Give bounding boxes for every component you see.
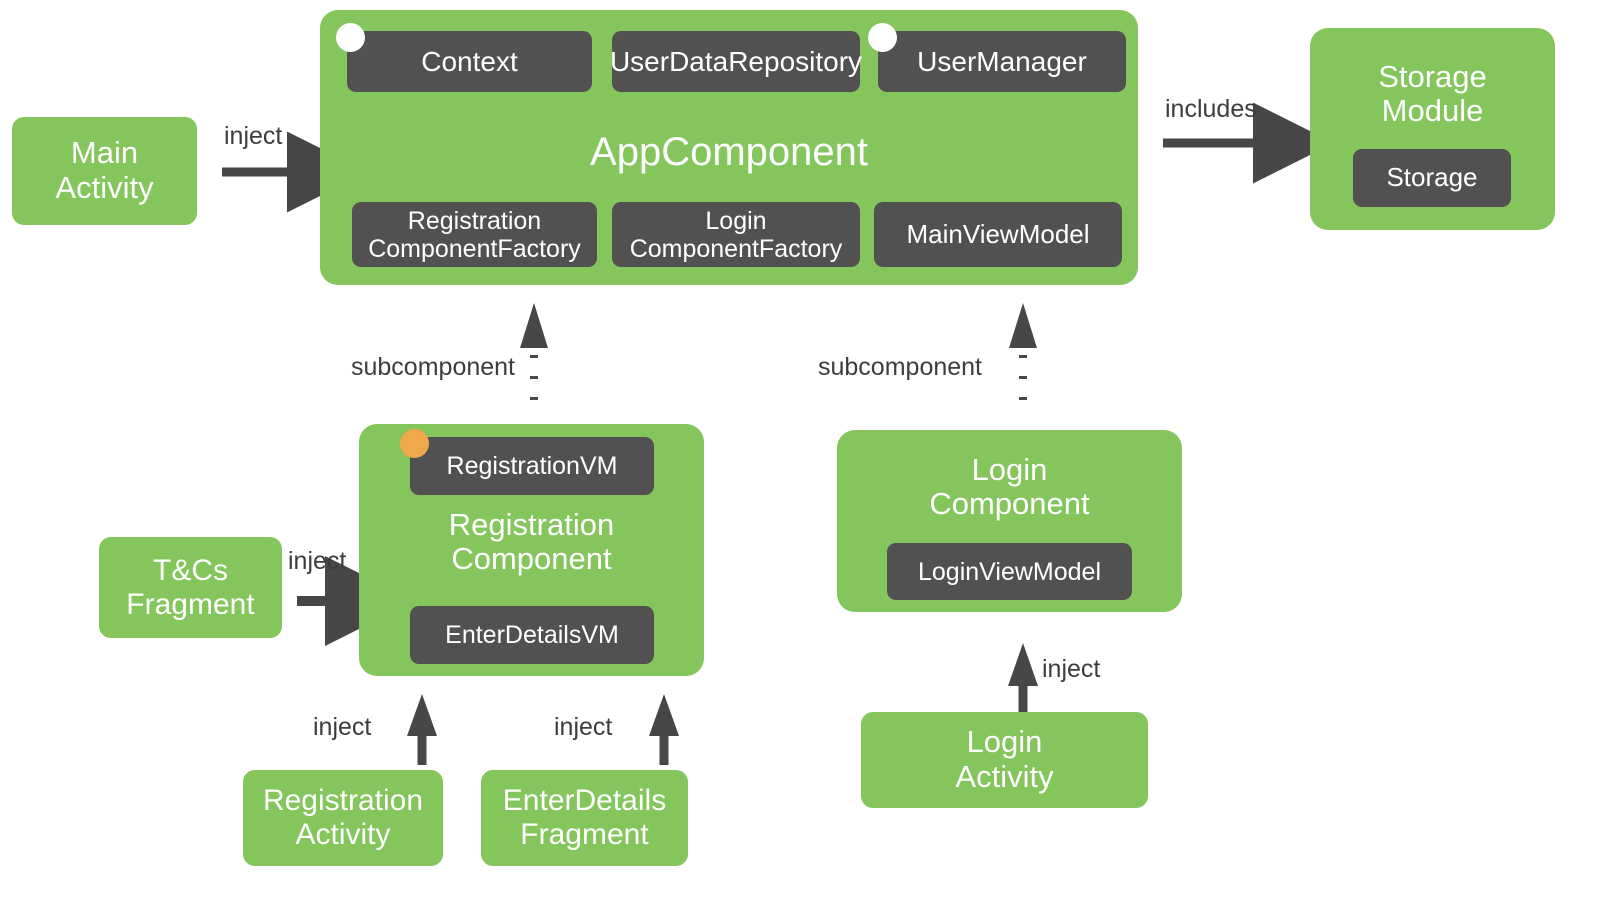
node-main-activity[interactable]: Main Activity xyxy=(12,117,197,225)
edge-label-inject-registration-activity: inject xyxy=(313,713,372,741)
chip-loginviewmodel[interactable]: LoginViewModel xyxy=(887,543,1132,600)
node-app-component[interactable]: AppComponent Context UserDataRepository … xyxy=(320,10,1138,285)
chip-storage-label: Storage xyxy=(1386,162,1478,193)
entry-point-dot-usermanager xyxy=(868,23,897,52)
node-registration-component-line2: Component xyxy=(451,541,612,577)
chip-mainviewmodel-label: MainViewModel xyxy=(906,218,1090,249)
edge-label-includes: includes xyxy=(1165,95,1257,123)
node-registration-component-title: Registration Component xyxy=(359,507,704,577)
node-login-activity[interactable]: Login Activity xyxy=(861,712,1148,808)
node-login-component-title: Login Component xyxy=(837,452,1182,522)
node-enterdetails-fragment-line1: EnterDetails xyxy=(502,784,667,818)
edge-registration-component-to-appcomponent-head xyxy=(520,303,548,348)
node-registration-component-line1: Registration xyxy=(448,507,615,542)
node-login-component-line1: Login xyxy=(971,452,1048,487)
chip-registrationvm-label: RegistrationVM xyxy=(446,452,618,480)
node-app-component-title: AppComponent xyxy=(590,130,868,174)
node-login-component[interactable]: Login Component LoginViewModel xyxy=(837,430,1182,612)
chip-registration-component-factory-line1: Registration xyxy=(407,206,542,235)
node-enterdetails-fragment-line2: Fragment xyxy=(520,818,649,851)
entry-point-dot-context xyxy=(336,23,365,52)
node-main-activity-line1: Main xyxy=(70,135,139,171)
chip-userdatarepository-label: UserDataRepository xyxy=(609,45,863,77)
node-registration-activity[interactable]: Registration Activity xyxy=(243,770,443,866)
chip-registration-component-factory[interactable]: Registration ComponentFactory xyxy=(352,202,597,267)
edge-registration-activity-head xyxy=(407,694,437,736)
edge-label-subcomponent-login: subcomponent xyxy=(818,353,983,381)
node-storage-module-title: Storage Module xyxy=(1310,59,1555,129)
node-login-activity-line1: Login xyxy=(966,724,1043,760)
node-tcs-fragment-line1: T&Cs xyxy=(153,553,228,587)
node-registration-component[interactable]: Registration Component RegistrationVM En… xyxy=(359,424,704,676)
chip-mainviewmodel[interactable]: MainViewModel xyxy=(874,202,1122,267)
edge-login-activity-head xyxy=(1008,643,1038,686)
chip-enterdetailsvm-label: EnterDetailsVM xyxy=(445,621,619,649)
chip-login-component-factory-line2: ComponentFactory xyxy=(629,234,843,263)
edge-label-inject-main-activity: inject xyxy=(224,122,283,150)
chip-login-component-factory[interactable]: Login ComponentFactory xyxy=(612,202,860,267)
node-tcs-fragment[interactable]: T&Cs Fragment xyxy=(99,537,282,638)
edge-login-component-to-appcomponent-head xyxy=(1009,303,1037,348)
edge-label-inject-tcs-fragment: inject xyxy=(288,547,347,575)
edge-label-inject-login-activity: inject xyxy=(1042,655,1101,683)
node-login-activity-line2: Activity xyxy=(955,759,1054,794)
chip-context[interactable]: Context xyxy=(347,31,592,92)
node-enterdetails-fragment[interactable]: EnterDetails Fragment xyxy=(481,770,688,866)
node-tcs-fragment-line2: Fragment xyxy=(126,587,255,621)
node-main-activity-line2: Activity xyxy=(55,170,154,205)
chip-usermanager-label: UserManager xyxy=(917,45,1087,77)
node-registration-activity-line1: Registration xyxy=(262,784,424,818)
node-storage-module-line1: Storage xyxy=(1378,59,1487,94)
chip-storage[interactable]: Storage xyxy=(1353,149,1511,207)
node-storage-module[interactable]: Storage Module Storage xyxy=(1310,28,1555,230)
chip-registrationvm[interactable]: RegistrationVM xyxy=(410,437,654,495)
chip-usermanager[interactable]: UserManager xyxy=(878,31,1126,92)
chip-context-label: Context xyxy=(421,45,518,77)
edge-label-subcomponent-registration: subcomponent xyxy=(351,353,516,381)
chip-registration-component-factory-line2: ComponentFactory xyxy=(368,234,581,263)
chip-userdatarepository[interactable]: UserDataRepository xyxy=(609,31,863,92)
chip-loginviewmodel-label: LoginViewModel xyxy=(918,557,1101,586)
chip-enterdetailsvm[interactable]: EnterDetailsVM xyxy=(410,606,654,664)
chip-login-component-factory-line1: Login xyxy=(705,206,767,235)
edge-enterdetails-fragment-head xyxy=(649,694,679,736)
node-storage-module-line2: Module xyxy=(1381,93,1484,129)
edge-label-inject-enterdetails-fragment: inject xyxy=(554,713,613,741)
node-login-component-line2: Component xyxy=(929,486,1090,522)
scope-dot-registrationvm xyxy=(400,429,429,458)
node-registration-activity-line2: Activity xyxy=(295,818,391,851)
